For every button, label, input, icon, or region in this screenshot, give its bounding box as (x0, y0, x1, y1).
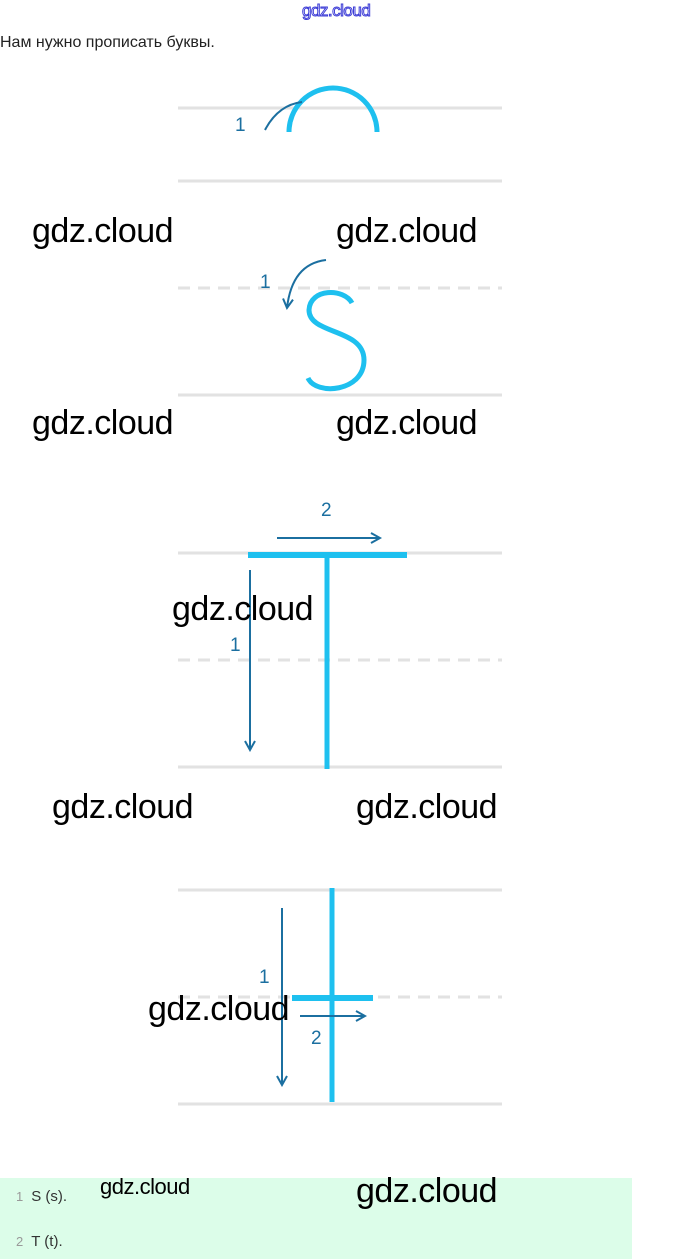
header-watermark: gdz.cloud (301, 1, 371, 21)
intro-text: Нам нужно прописать буквы. (0, 34, 215, 51)
letter-stroke (305, 290, 367, 392)
watermark: gdz.cloud (148, 990, 290, 1028)
answers-box: 1 S (s). 2 T (t). (0, 1178, 632, 1259)
stroke-label: 2 (311, 1028, 322, 1049)
watermark: gdz.cloud (172, 590, 314, 628)
letter-stroke (286, 85, 380, 133)
diagram-t-upper (178, 538, 502, 769)
answer-text: S (s). (31, 1188, 68, 1205)
watermark: gdz.cloud (336, 212, 478, 250)
diagram-t-lower (178, 888, 502, 1106)
answer-item: 2 T (t). (16, 1233, 63, 1250)
diagram-s-upper (178, 85, 502, 183)
watermark: gdz.cloud (32, 404, 174, 442)
stroke-label: 2 (321, 500, 332, 521)
arrow-stroke-1 (287, 259, 327, 308)
answer-item: 1 S (s). (16, 1188, 67, 1205)
watermark: gdz.cloud (32, 212, 174, 250)
stroke-label: 1 (259, 967, 270, 988)
watermark: gdz.cloud (356, 1172, 498, 1210)
watermark: gdz.cloud (336, 404, 478, 442)
diagram-s-lower (178, 259, 502, 397)
stroke-label: 1 (230, 635, 241, 656)
stroke-label: 1 (260, 272, 271, 293)
answer-number: 1 (16, 1189, 24, 1204)
arrow-stroke-1 (264, 101, 303, 131)
watermark: gdz.cloud (100, 1174, 190, 1199)
stroke-label: 1 (235, 115, 246, 136)
answer-text: T (t). (31, 1233, 63, 1250)
watermark: gdz.cloud (356, 788, 498, 826)
watermark: gdz.cloud (52, 788, 194, 826)
answer-number: 2 (16, 1234, 24, 1249)
